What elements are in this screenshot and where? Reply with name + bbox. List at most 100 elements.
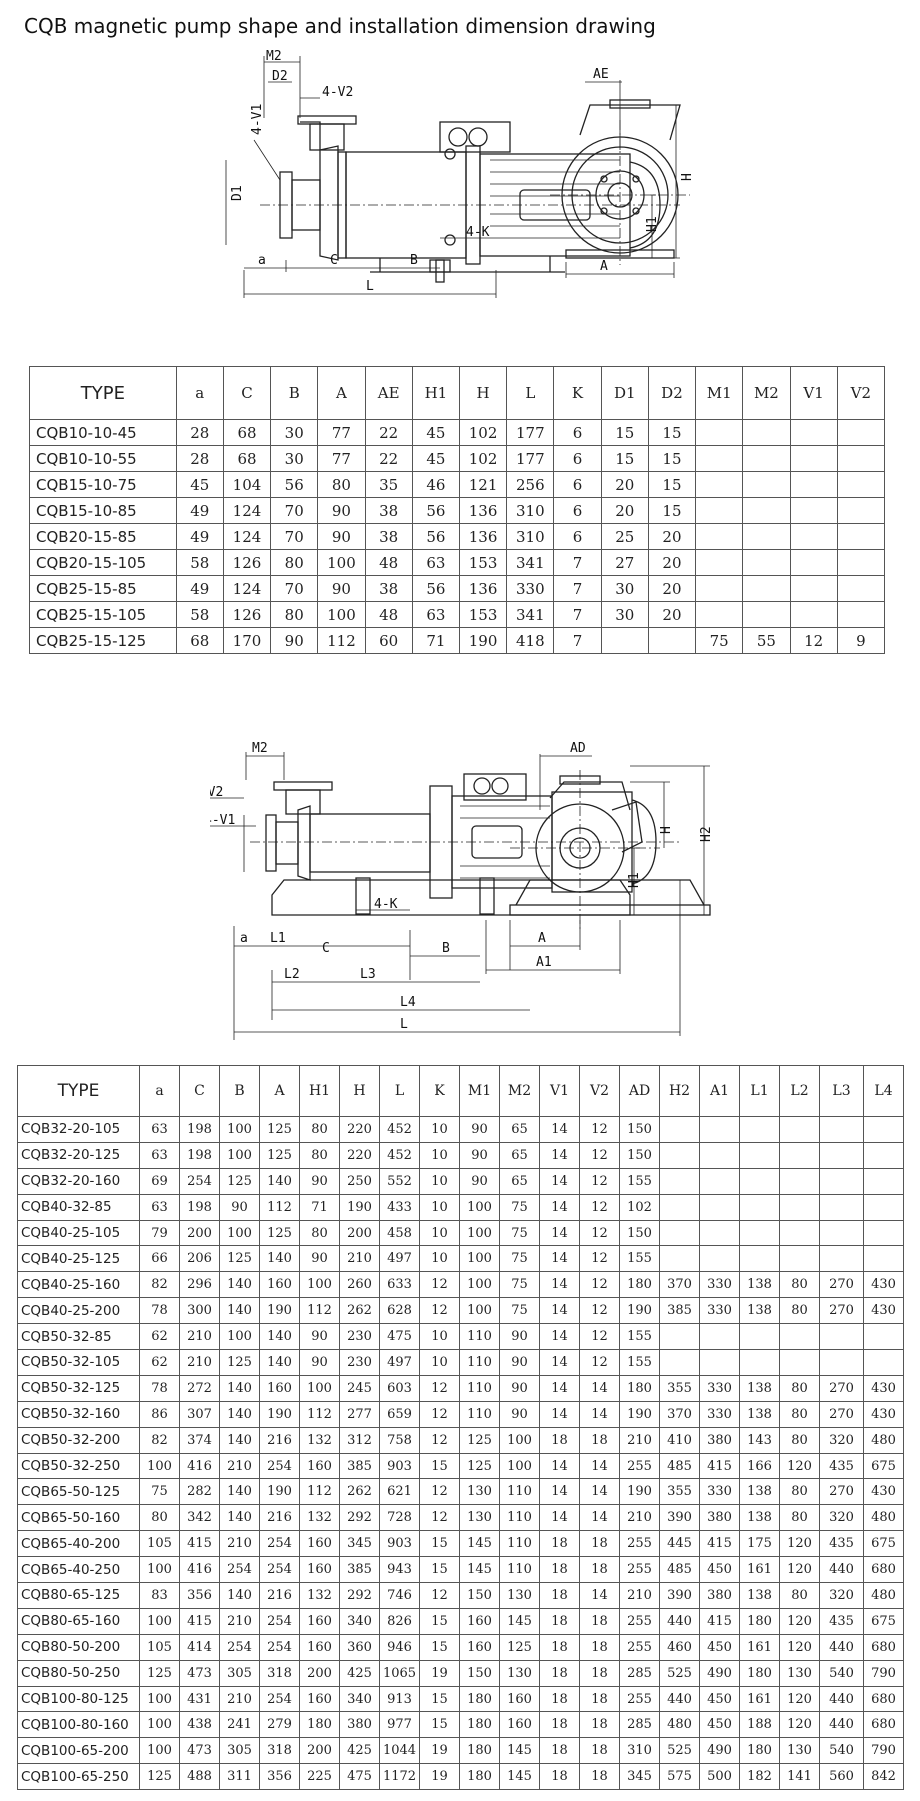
column-header: L — [379, 1065, 420, 1117]
value-cell: 977 — [379, 1711, 420, 1739]
value-cell: 56 — [270, 471, 319, 498]
value-cell: 110 — [499, 1478, 540, 1506]
value-cell: 445 — [659, 1530, 700, 1558]
value-cell: 450 — [699, 1633, 740, 1661]
value-cell: 120 — [779, 1633, 820, 1661]
column-header: B — [270, 366, 319, 420]
value-cell: 18 — [539, 1426, 580, 1454]
value-cell: 560 — [819, 1763, 864, 1791]
value-cell: 160 — [299, 1452, 340, 1480]
value-cell: 145 — [499, 1737, 540, 1765]
value-cell: 206 — [179, 1245, 220, 1273]
value-cell: 14 — [579, 1504, 620, 1532]
label-4-v1: 4-V1 — [250, 104, 265, 135]
column-header: A — [259, 1065, 300, 1117]
value-cell: 63 — [411, 601, 460, 628]
value-cell: 12 — [579, 1349, 620, 1376]
value-cell: 525 — [659, 1659, 700, 1687]
value-cell: 140 — [219, 1400, 260, 1428]
column-header: V2 — [836, 366, 886, 420]
value-cell: 65 — [499, 1141, 540, 1169]
value-cell: 180 — [459, 1711, 500, 1739]
value-cell: 112 — [299, 1478, 340, 1506]
value-cell: 130 — [499, 1582, 540, 1609]
value-cell: 110 — [459, 1374, 500, 1402]
value-cell — [699, 1219, 740, 1247]
value-cell: 100 — [459, 1219, 500, 1247]
value-cell: 305 — [219, 1659, 260, 1687]
value-cell: 340 — [339, 1607, 380, 1635]
value-cell: 216 — [259, 1426, 300, 1454]
column-header: H1 — [299, 1065, 340, 1117]
value-cell: 18 — [539, 1556, 580, 1584]
value-cell — [789, 575, 838, 602]
value-cell: 7 — [553, 601, 602, 628]
model-cell: CQB65-50-125 — [17, 1478, 140, 1506]
model-cell: CQB100-80-125 — [17, 1685, 140, 1713]
value-cell: 90 — [317, 523, 366, 550]
value-cell: 125 — [219, 1245, 260, 1273]
column-header: A1 — [699, 1065, 740, 1117]
value-cell: 497 — [379, 1349, 420, 1376]
value-cell: 14 — [539, 1271, 580, 1299]
value-cell: 15 — [647, 497, 697, 524]
value-cell: 180 — [299, 1711, 340, 1739]
value-cell — [600, 627, 649, 654]
value-cell: 296 — [179, 1271, 220, 1299]
value-cell: 71 — [411, 627, 460, 654]
value-cell: 12 — [579, 1167, 620, 1195]
value-cell: 254 — [179, 1167, 220, 1195]
value-cell: 18 — [539, 1607, 580, 1635]
value-cell: 100 — [499, 1452, 540, 1480]
value-cell — [779, 1349, 820, 1376]
value-cell: 78 — [139, 1374, 180, 1402]
value-cell: 80 — [299, 1141, 340, 1169]
value-cell: 460 — [659, 1633, 700, 1661]
model-cell: CQB100-65-200 — [17, 1737, 140, 1765]
value-cell — [863, 1167, 904, 1195]
value-cell: 18 — [539, 1685, 580, 1713]
value-cell: 675 — [863, 1607, 904, 1635]
value-cell: 270 — [819, 1400, 864, 1428]
value-cell: 485 — [659, 1556, 700, 1584]
value-cell: 80 — [317, 471, 366, 498]
value-cell — [863, 1193, 904, 1221]
value-cell: 305 — [219, 1737, 260, 1765]
value-cell: 68 — [222, 419, 272, 446]
column-header: H1 — [411, 366, 460, 420]
value-cell: 100 — [219, 1141, 260, 1169]
column-header: L3 — [819, 1065, 864, 1117]
value-cell: 153 — [458, 549, 508, 576]
value-cell: 110 — [499, 1556, 540, 1584]
label-l2: L2 — [284, 967, 300, 982]
value-cell: 140 — [219, 1582, 260, 1609]
model-cell: CQB80-65-125 — [17, 1582, 140, 1609]
value-cell: 190 — [259, 1400, 300, 1428]
value-cell: 435 — [819, 1530, 864, 1558]
value-cell: 55 — [742, 627, 791, 654]
value-cell: 38 — [364, 497, 413, 524]
value-cell: 440 — [659, 1607, 700, 1635]
model-cell: CQB32-20-160 — [17, 1167, 140, 1195]
value-cell: 90 — [499, 1323, 540, 1351]
value-cell: 145 — [459, 1556, 500, 1584]
value-cell: 254 — [259, 1685, 300, 1713]
value-cell: 438 — [179, 1711, 220, 1739]
value-cell: 320 — [819, 1504, 864, 1532]
column-header: M1 — [459, 1065, 500, 1117]
value-cell: 440 — [819, 1633, 864, 1661]
value-cell — [789, 471, 838, 498]
value-cell: 126 — [222, 601, 272, 628]
value-cell: 130 — [499, 1659, 540, 1687]
value-cell: 75 — [499, 1245, 540, 1273]
value-cell — [836, 575, 886, 602]
value-cell: 138 — [739, 1582, 780, 1609]
value-cell: 80 — [299, 1116, 340, 1143]
value-cell: 210 — [619, 1504, 660, 1532]
value-cell: 425 — [339, 1737, 380, 1765]
value-cell: 9 — [836, 627, 886, 654]
